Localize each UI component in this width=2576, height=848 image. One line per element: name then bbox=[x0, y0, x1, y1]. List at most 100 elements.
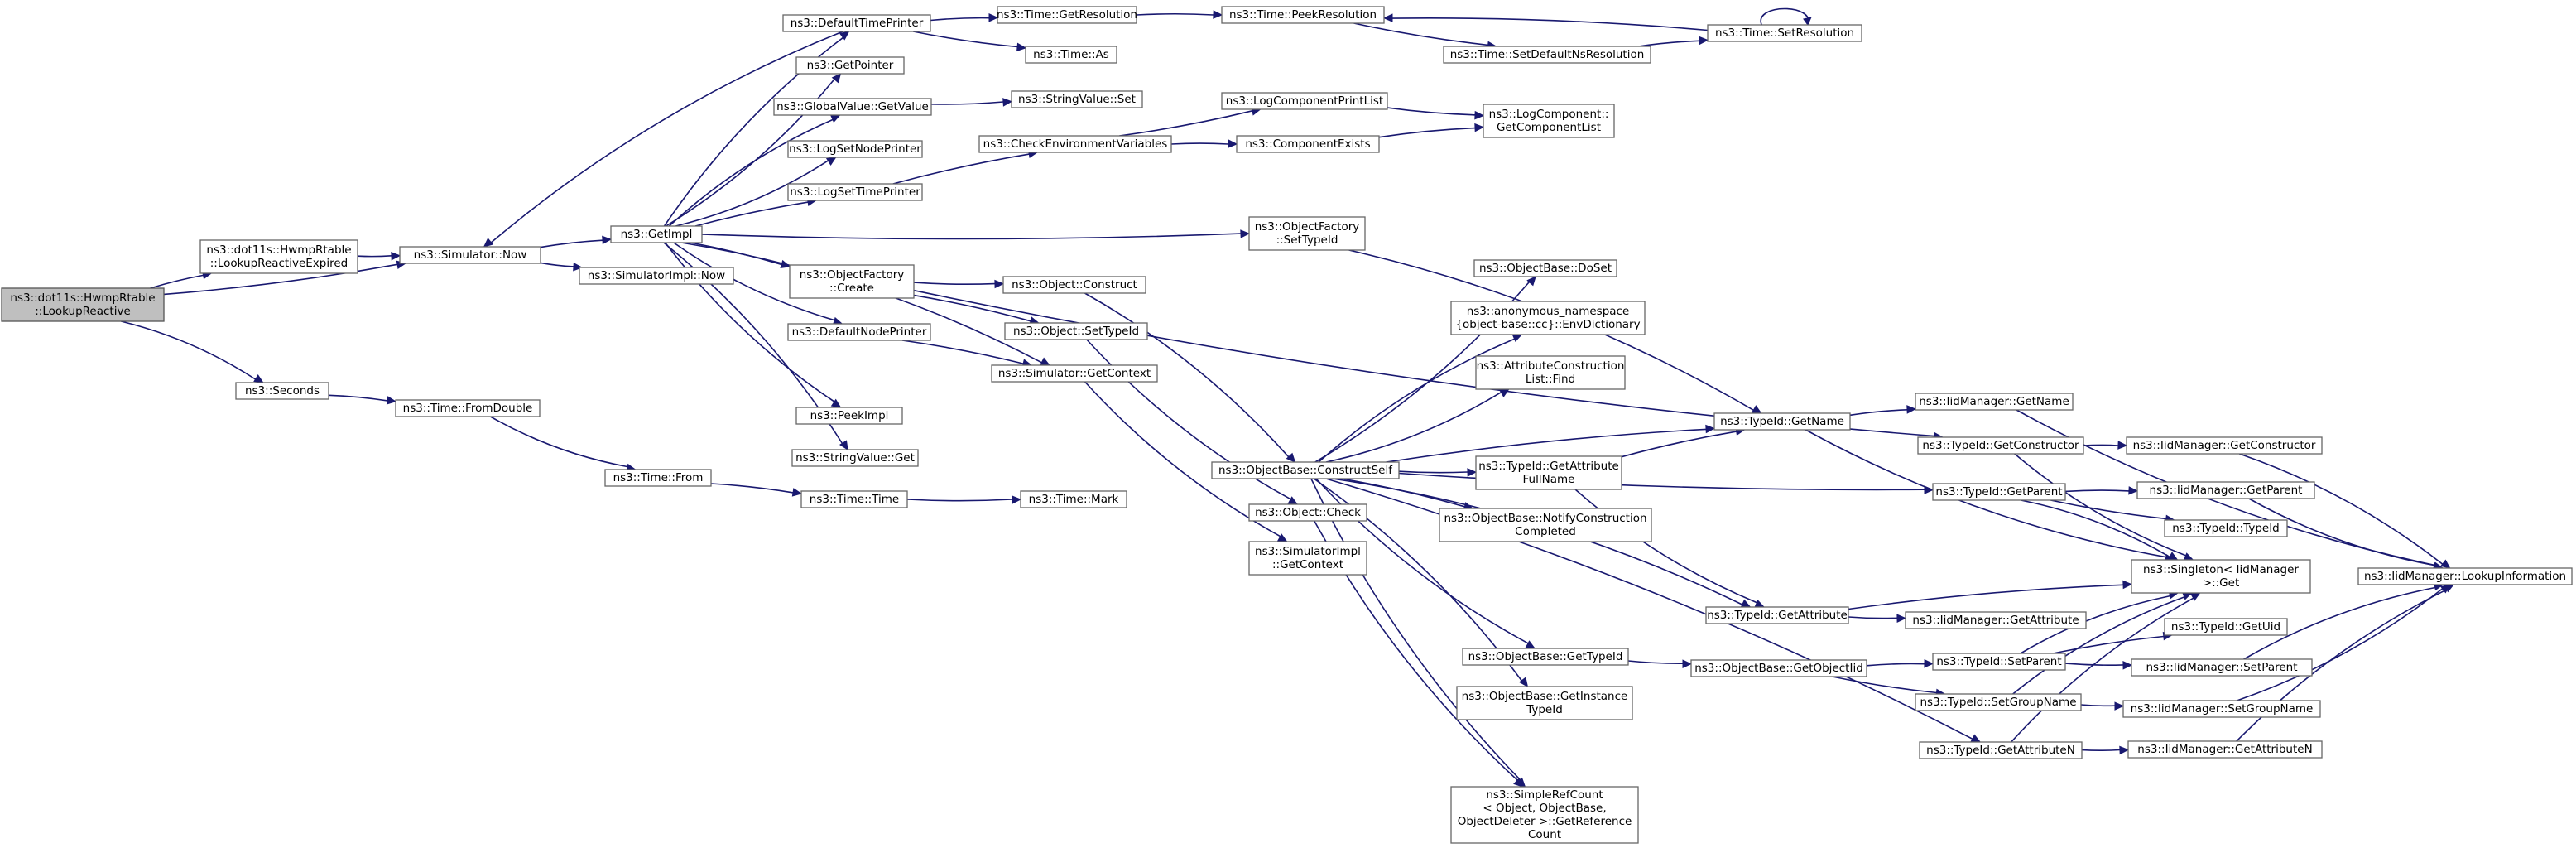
node-timesetdefns[interactable]: ns3::Time::SetDefaultNsResolution bbox=[1443, 46, 1651, 64]
node-box bbox=[1002, 276, 1146, 294]
node-logsettime[interactable]: ns3::LogSetTimePrinter bbox=[787, 183, 923, 201]
node-fromdouble[interactable]: ns3::Time::FromDouble bbox=[395, 399, 541, 417]
node-logcompget[interactable]: ns3::LogComponent::GetComponentList bbox=[1483, 104, 1615, 138]
node-tidsetparent[interactable]: ns3::TypeId::SetParent bbox=[1932, 653, 2066, 671]
node-obgettypeid[interactable]: ns3::ObjectBase::GetTypeId bbox=[1462, 648, 1629, 666]
node-iidlookup[interactable]: ns3::IidManager::LookupInformation bbox=[2357, 567, 2573, 585]
node-label: ns3::Time::As bbox=[1033, 48, 1109, 61]
node-label: List::Find bbox=[1526, 373, 1575, 386]
node-ofcreate[interactable]: ns3::ObjectFactory::Create bbox=[789, 264, 915, 299]
node-tidgetname[interactable]: ns3::TypeId::GetName bbox=[1713, 412, 1851, 431]
node-label: ns3::Seconds bbox=[245, 384, 320, 398]
node-obdoset[interactable]: ns3::ObjectBase::DoSet bbox=[1473, 259, 1617, 277]
node-gvgetvalue[interactable]: ns3::GlobalValue::GetValue bbox=[773, 98, 932, 116]
node-box bbox=[235, 382, 329, 400]
root-node-root[interactable]: ns3::dot11s::HwmpRtable::LookupReactive bbox=[1, 287, 165, 322]
node-tidgetattrn[interactable]: ns3::TypeId::GetAttributeN bbox=[1919, 741, 2083, 759]
node-lre[interactable]: ns3::dot11s::HwmpRtable::LookupReactiveE… bbox=[199, 239, 358, 274]
edge-timesetdefns-to-timesetres bbox=[1638, 36, 1709, 47]
edge-compexists-to-logcompget bbox=[1378, 123, 1485, 138]
node-seconds[interactable]: ns3::Seconds bbox=[235, 382, 329, 400]
node-label: ns3::TypeId::GetAttribute bbox=[1707, 609, 1848, 622]
node-objconstruct[interactable]: ns3::Object::Construct bbox=[1002, 276, 1146, 294]
node-objcheck[interactable]: ns3::Object::Check bbox=[1248, 504, 1367, 522]
node-tidgetuid[interactable]: ns3::TypeId::GetUid bbox=[2164, 618, 2288, 636]
edge-checkenv-to-logcompprint bbox=[1119, 107, 1262, 137]
node-simimplgetctx[interactable]: ns3::SimulatorImpl::GetContext bbox=[1248, 541, 1367, 576]
node-box bbox=[1713, 412, 1851, 431]
node-simimplnow[interactable]: ns3::SimulatorImpl::Now bbox=[579, 267, 734, 285]
node-peekimpl[interactable]: ns3::PeekImpl bbox=[795, 407, 903, 425]
nodes-layer: ns3::dot11s::HwmpRtable::LookupReactiven… bbox=[1, 6, 2573, 844]
node-getpointer[interactable]: ns3::GetPointer bbox=[795, 56, 905, 75]
node-iidgetname[interactable]: ns3::IidManager::GetName bbox=[1915, 393, 2074, 411]
node-deftimeprinter[interactable]: ns3::DefaultTimePrinter bbox=[782, 14, 931, 32]
node-compexists[interactable]: ns3::ComponentExists bbox=[1236, 135, 1380, 153]
node-simnow[interactable]: ns3::Simulator::Now bbox=[399, 246, 541, 264]
node-iidsetparent[interactable]: ns3::IidManager::SetParent bbox=[2131, 658, 2313, 677]
node-checkenv[interactable]: ns3::CheckEnvironmentVariables bbox=[978, 135, 1172, 153]
edge-tidgetname-to-iidgetname bbox=[1849, 405, 1917, 417]
edge-seconds-to-fromdouble bbox=[328, 394, 397, 405]
node-box bbox=[782, 14, 931, 32]
edge-timefrom-to-timetime bbox=[710, 483, 803, 497]
edge-timepeekres-to-timesetdefns bbox=[1353, 22, 1497, 51]
node-box bbox=[2122, 700, 2321, 718]
node-tidtypeid[interactable]: ns3::TypeId::TypeId bbox=[2164, 519, 2288, 537]
node-box bbox=[1707, 24, 1862, 42]
node-simgetctx[interactable]: ns3::Simulator::GetContext bbox=[991, 364, 1158, 383]
edge-objconstruct-to-obconstructself bbox=[1084, 292, 1296, 463]
node-timeas[interactable]: ns3::Time::As bbox=[1025, 46, 1117, 64]
node-defnodeprinter[interactable]: ns3::DefaultNodePrinter bbox=[787, 323, 931, 341]
edge-getimpl-to-simgetctx bbox=[680, 242, 1050, 366]
node-box bbox=[1236, 135, 1380, 153]
node-logsetnode[interactable]: ns3::LogSetNodePrinter bbox=[787, 140, 923, 158]
node-svset[interactable]: ns3::StringValue::Set bbox=[1011, 90, 1143, 108]
node-objsettypeid[interactable]: ns3::Object::SetTypeId bbox=[1004, 322, 1148, 340]
node-box bbox=[787, 323, 931, 341]
node-label: ns3::TypeId::SetGroupName bbox=[1920, 696, 2076, 709]
edge-iidgetctor-to-iidlookup bbox=[2239, 453, 2451, 569]
node-getimpl[interactable]: ns3::GetImpl bbox=[610, 225, 703, 243]
node-label: ns3::LogSetNodePrinter bbox=[789, 142, 921, 156]
node-label: ns3::TypeId::SetParent bbox=[1936, 655, 2061, 668]
node-srcgetref[interactable]: ns3::SimpleRefCount< Object, ObjectBase,… bbox=[1450, 786, 1639, 844]
node-logcompprint[interactable]: ns3::LogComponentPrintList bbox=[1221, 92, 1388, 110]
node-timesetres[interactable]: ns3::Time::SetResolution bbox=[1707, 24, 1862, 42]
node-timetime[interactable]: ns3::Time::Time bbox=[800, 490, 908, 508]
node-box bbox=[791, 449, 919, 467]
node-timepeekres[interactable]: ns3::Time::PeekResolution bbox=[1221, 6, 1385, 24]
node-timegetres[interactable]: ns3::Time::GetResolution bbox=[997, 6, 1137, 24]
node-timemark[interactable]: ns3::Time::Mark bbox=[1020, 490, 1127, 508]
node-tidgetattr[interactable]: ns3::TypeId::GetAttribute bbox=[1705, 606, 1849, 624]
edge-tidgetattr-to-singletonget bbox=[1848, 580, 2133, 610]
node-svget[interactable]: ns3::StringValue::Get bbox=[791, 449, 919, 467]
node-tidgetparent[interactable]: ns3::TypeId::GetParent bbox=[1932, 483, 2066, 501]
node-envdict[interactable]: ns3::anonymous_namespace{object-base::cc… bbox=[1450, 301, 1646, 335]
node-label: ns3::SimpleRefCount bbox=[1486, 788, 1603, 802]
node-obgetobjtid[interactable]: ns3::ObjectBase::GetObjectIid bbox=[1690, 659, 1867, 677]
node-tidgetctor[interactable]: ns3::TypeId::GetConstructor bbox=[1917, 436, 2084, 455]
node-iidsetgroup[interactable]: ns3::IidManager::SetGroupName bbox=[2122, 700, 2321, 718]
node-iidgetattrn[interactable]: ns3::IidManager::GetAttributeN bbox=[2127, 740, 2323, 759]
node-iidgetctor[interactable]: ns3::IidManager::GetConstructor bbox=[2126, 436, 2323, 455]
edge-tidsetparent-to-iidsetparent bbox=[2064, 661, 2133, 670]
node-obnotify[interactable]: ns3::ObjectBase::NotifyConstructionCompl… bbox=[1439, 508, 1652, 542]
node-box bbox=[1211, 461, 1400, 479]
node-box bbox=[2131, 559, 2311, 594]
node-iidgetattr[interactable]: ns3::IidManager::GetAttribute bbox=[1905, 611, 2087, 629]
node-singletonget[interactable]: ns3::Singleton< IidManager>::Get bbox=[2131, 559, 2311, 594]
edge-timesetres-to-timesetres bbox=[1760, 7, 1812, 26]
node-timefrom[interactable]: ns3::Time::From bbox=[604, 469, 712, 487]
node-label: ns3::ObjectBase::DoSet bbox=[1479, 262, 1612, 275]
node-label: ns3::IidManager::LookupInformation bbox=[2364, 570, 2566, 583]
node-iidgetparent[interactable]: ns3::IidManager::GetParent bbox=[2136, 481, 2315, 499]
node-tidsetgroup[interactable]: ns3::TypeId::SetGroupName bbox=[1915, 693, 2082, 711]
node-obconstructself[interactable]: ns3::ObjectBase::ConstructSelf bbox=[1211, 461, 1400, 479]
node-box bbox=[2127, 740, 2323, 759]
node-ofsettypeid[interactable]: ns3::ObjectFactory::SetTypeId bbox=[1248, 216, 1366, 251]
node-label: ns3::LogSetTimePrinter bbox=[790, 186, 920, 199]
